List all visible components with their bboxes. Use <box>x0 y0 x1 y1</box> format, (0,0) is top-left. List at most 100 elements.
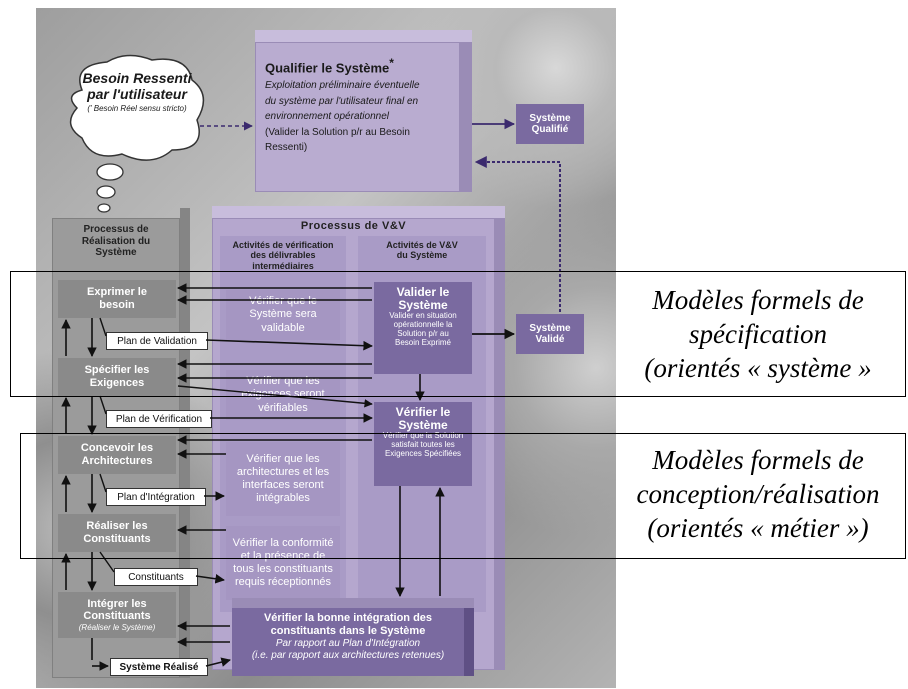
qualifier-line2: du système par l'utilisateur final en <box>265 95 419 107</box>
verifier-systeme-box: Vérifier le Système Vérifier que la Solu… <box>374 402 472 486</box>
realisation-header-line2: Réalisation du <box>81 235 151 247</box>
verif-validable-line1: Vérifier que le <box>249 295 317 308</box>
verif-header: Activités de vérification des délivrable… <box>220 240 346 271</box>
feed-plan-verification <box>99 395 107 415</box>
feed-constituants <box>99 551 115 573</box>
annotation-concep-line3: (orientés « métier ») <box>647 512 869 543</box>
step-integrer-line1: Intégrer les <box>87 597 147 610</box>
qualifier-line3: environnement opérationnel <box>265 111 389 122</box>
qualifier-title-text: Qualifier le Système <box>265 60 390 76</box>
qualifier-description: Exploitation préliminaire éventuelle du … <box>265 78 420 156</box>
systeme-realise-box: Système Réalisé <box>110 658 208 676</box>
annotation-spec: Modèles formels de spécification (orient… <box>612 284 904 385</box>
constituants-box: Constituants <box>114 568 198 586</box>
systeme-qualifie-line1: Système <box>529 113 571 124</box>
vvsys-header-line2: du Système <box>396 250 448 261</box>
feed-plan-integration <box>99 473 107 493</box>
annotation-spec-line1: Modèles formels de <box>652 285 864 315</box>
realisation-header: Processus de Réalisation du Système <box>52 224 180 259</box>
qualifier-box-side <box>460 30 472 192</box>
step-realiser-line2: Constituants <box>83 533 151 545</box>
verifier-line3: Exigences Spécifiées <box>384 448 462 458</box>
valider-systeme-box: Valider le Système Valider en situation … <box>374 282 472 374</box>
integration-check-side <box>464 598 474 676</box>
besoin-line2: par l'utilisateur <box>87 86 187 102</box>
step-integrer-constituants: Intégrer les Constituants (Réaliser le S… <box>58 592 176 638</box>
verifier-line1: Vérifier que la Solution <box>382 431 464 441</box>
integration-check-top <box>232 598 474 608</box>
valider-title1: Valider le <box>396 285 450 299</box>
verif-conformite-line3: tous les constituants <box>233 563 333 575</box>
verif-conformite-line1: Vérifier la conformité <box>232 536 334 549</box>
step-exprimer-line2: besoin <box>99 299 135 311</box>
frame-specification <box>10 271 906 397</box>
step-realiser-line1: Réaliser les <box>86 520 148 533</box>
thought-cloud <box>69 54 205 213</box>
arrow-realise-to-check <box>205 657 231 667</box>
verifier-title1: Vérifier le <box>395 405 451 419</box>
integration-check-line2: (i.e. par rapport aux architectures rete… <box>251 650 445 662</box>
arrow-plan-validation <box>205 339 373 351</box>
verif-integrables-line3: interfaces seront <box>242 479 324 491</box>
systeme-qualifie-box: Système Qualifié <box>516 104 584 144</box>
vv-process-box-side <box>495 206 505 670</box>
verifier-title2: Système <box>398 418 448 433</box>
qualifier-line1: Exploitation préliminaire éventuelle <box>265 80 420 91</box>
qualifier-star: * <box>389 56 394 70</box>
systeme-qualifie-line2: Qualifié <box>531 124 569 135</box>
integration-check-box <box>232 608 464 676</box>
vvsys-header-line1: Activités de V&V <box>386 240 458 250</box>
verif-header-line1: Activités de vérification <box>232 240 334 250</box>
step-concevoir-line1: Concevoir les <box>80 442 154 455</box>
integration-check-text: Vérifier la bonne intégration des consti… <box>232 612 464 662</box>
valider-title2: Système <box>398 298 448 313</box>
systeme-valide-line2: Validé <box>535 334 565 345</box>
integration-check-title2: constituants dans le Système <box>270 625 426 638</box>
verif-validable-line2: Système sera <box>249 308 317 321</box>
annotation-concep: Modèles formels de conception/réalisatio… <box>612 444 904 545</box>
step-specifier-exigences: Spécifier les Exigences <box>58 358 176 396</box>
verif-activity-conformite: Vérifier la conformité et la présence de… <box>226 526 340 600</box>
valider-line3: Solution p/r au <box>397 328 449 338</box>
verif-header-line3: intermédiaires <box>252 260 314 271</box>
plan-integration: Plan d'Intégration <box>106 488 206 506</box>
step-exprimer-line1: Exprimer le <box>87 286 147 299</box>
verif-integrables-line1: Vérifier que les <box>246 452 320 465</box>
qualifier-line4: (Valider la Solution p/r au Besoin <box>265 126 410 138</box>
step-concevoir-architectures: Concevoir les Architectures <box>58 436 176 474</box>
step-exprimer-besoin: Exprimer le besoin <box>58 280 176 318</box>
vv-process-box-top <box>212 206 505 218</box>
frame-conception <box>20 433 906 559</box>
plan-verification: Plan de Vérification <box>106 410 212 428</box>
systeme-valide-box: Système Validé <box>516 314 584 354</box>
integration-check-line1: Par rapport au Plan d'Intégration <box>275 638 421 650</box>
vvsys-header: Activités de V&V du Système <box>358 240 486 261</box>
besoin-line1: Besoin Ressenti <box>82 70 192 86</box>
annotation-spec-line3: (orientés « système » <box>644 352 872 383</box>
vv-header: Processus de V&V <box>300 220 407 232</box>
qualifier-box: Qualifier le Système* Exploitation préli… <box>255 42 460 192</box>
integration-check-title1: Vérifier la bonne intégration des <box>263 612 433 624</box>
step-concevoir-line2: Architectures <box>81 455 153 467</box>
arrow-valide-to-qualifier <box>474 156 561 312</box>
verif-header-line2: des délivrables <box>250 250 316 261</box>
verifier-line2: satisfait toutes les <box>391 440 455 450</box>
verif-validable-line3: validable <box>261 321 305 334</box>
arrow-constituants <box>195 574 225 584</box>
verif-conformite-line4: requis réceptionnés <box>234 576 331 589</box>
step-specifier-line1: Spécifier les <box>84 364 150 377</box>
valider-line1: Valider en situation <box>389 311 457 321</box>
systeme-valide-line1: Système <box>529 323 571 334</box>
feed-plan-validation <box>99 317 107 337</box>
qualifier-line5: Ressenti) <box>265 142 308 153</box>
realisation-header-line3: Système <box>95 247 137 258</box>
verif-verifiables-line3: vérifiables <box>258 401 308 414</box>
qualifier-box-top <box>255 30 472 42</box>
step-integrer-line2: Constituants <box>83 610 151 623</box>
step-integrer-line3: (Réaliser le Système) <box>78 623 156 633</box>
besoin-label: Besoin Ressenti par l'utilisateur (' Bes… <box>72 70 202 113</box>
besoin-line3: (' Besoin Réel sensu stricto) <box>87 104 187 113</box>
step-specifier-line2: Exigences <box>89 377 145 389</box>
